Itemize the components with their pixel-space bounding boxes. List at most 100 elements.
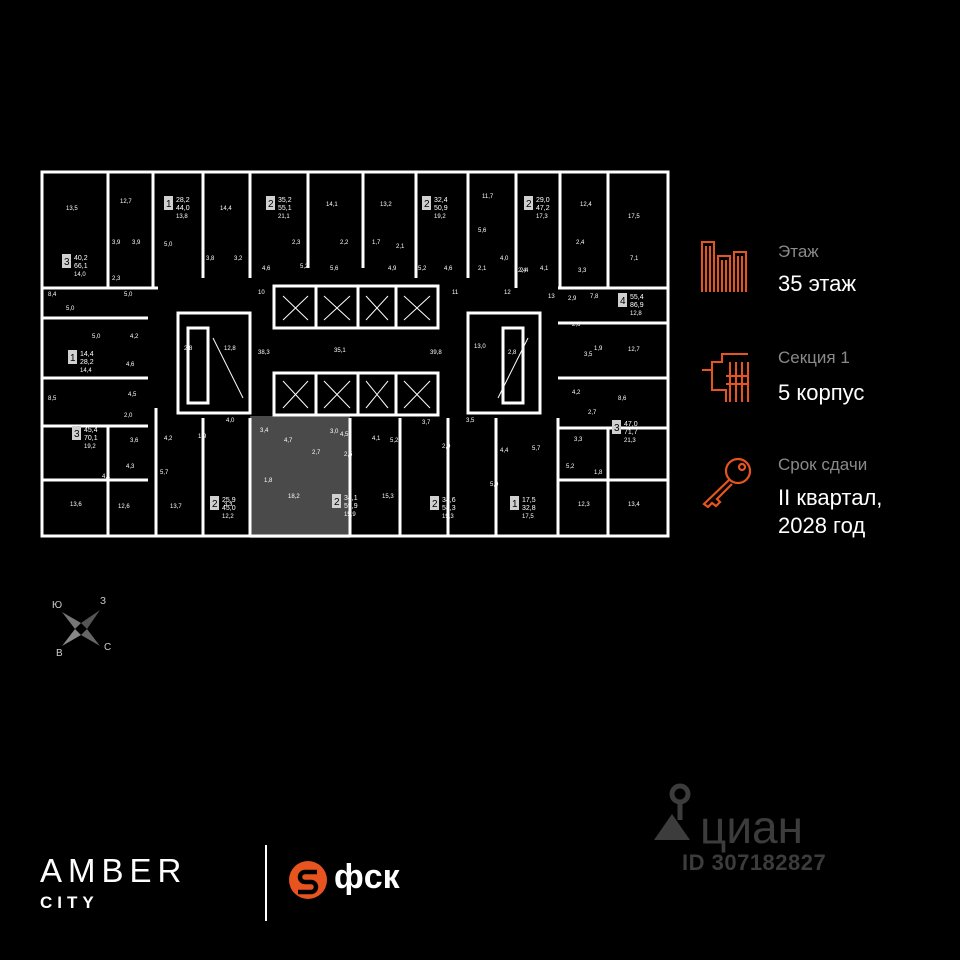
room-area-label: 4,9	[388, 266, 397, 272]
room-area-label: 3,9	[132, 240, 141, 246]
room-area-label: 4,4	[500, 448, 509, 454]
room-area-label: 2,9	[568, 296, 577, 302]
room-area-label: 2,7	[588, 410, 597, 416]
room-area-label: 2,4	[520, 268, 529, 274]
room-area-label: 14,1	[326, 202, 338, 208]
room-area-label: 8,5	[48, 396, 57, 402]
apartment-total-area: 70,1	[84, 435, 98, 442]
room-area-label: 2,3	[112, 276, 121, 282]
apartment-living-area: 17,5	[522, 497, 536, 504]
apartment-kitchen-area: 12,2	[222, 514, 234, 520]
room-area-label: 4,3	[126, 464, 135, 470]
room-area-label: 4,1	[102, 474, 111, 480]
room-area-label: 17,5	[628, 214, 640, 220]
room-area-label: 10	[258, 290, 265, 296]
room-area-label: 5,0	[490, 482, 499, 488]
room-area-label: 2,5	[344, 452, 353, 458]
room-area-label: 13,7	[170, 504, 182, 510]
apartment-living-area: 34,1	[344, 495, 358, 502]
apartment-total-area: 47,2	[536, 205, 550, 212]
apartment-living-area: 40,2	[74, 255, 88, 262]
apartment-kitchen-area: 17,5	[522, 514, 534, 520]
apartment-rooms: 2	[526, 199, 532, 210]
apartment-kitchen-area: 17,3	[536, 214, 548, 220]
room-area-label: 5,0	[164, 242, 173, 248]
apartment-rooms: 4	[620, 296, 626, 307]
brand-divider	[265, 845, 267, 921]
room-area-label: 5,0	[66, 306, 75, 312]
elevator-shafts	[212, 295, 529, 409]
apartment-kitchen-area: 21,1	[278, 214, 290, 220]
room-area-label: 1,8	[264, 478, 273, 484]
apartment-rooms: 2	[212, 499, 218, 510]
room-area-label: 2,1	[396, 244, 405, 250]
apartment-total-area: 44,0	[176, 205, 190, 212]
room-area-label: 5,7	[532, 446, 541, 452]
room-area-label: 5,6	[330, 266, 339, 272]
apartment-rooms: 3	[74, 429, 80, 440]
room-area-label: 13	[548, 294, 555, 300]
room-area-label: 2,8	[184, 346, 193, 352]
room-area-label: 5,0	[92, 334, 101, 340]
room-area-label: 3,6	[130, 438, 139, 444]
room-area-label: 4,0	[226, 418, 235, 424]
room-area-label: 2,4	[518, 268, 527, 274]
room-area-label: 2,2	[340, 240, 349, 246]
room-area-label: 3,3	[574, 437, 583, 443]
apartment-kitchen-area: 13,8	[176, 214, 188, 220]
room-area-label: 38,3	[258, 350, 270, 356]
apartment-rooms: 2	[268, 199, 274, 210]
apartment-badge[interactable]: 2 29,047,2 17,3	[524, 196, 550, 220]
selected-apartment[interactable]	[250, 416, 350, 538]
room-area-label: 3,7	[422, 420, 431, 426]
apartment-total-area: 32,8	[522, 505, 536, 512]
compass-south: Ю	[52, 600, 63, 611]
apartment-living-area: 28,2	[176, 197, 190, 204]
room-area-label: 2,8	[508, 350, 517, 356]
room-area-label: 3,9	[112, 240, 121, 246]
brand-city: CITY	[40, 893, 99, 912]
apartment-living-area: 29,0	[536, 197, 550, 204]
room-area-label: 5,0	[124, 292, 133, 298]
apartment-total-area: 59,9	[344, 503, 358, 510]
room-area-label: 15,3	[382, 494, 394, 500]
apartment-total-area: 55,1	[278, 205, 292, 212]
room-area-label: 12,3	[578, 502, 590, 508]
room-area-label: 3,5	[466, 418, 475, 424]
room-area-label: 3,2	[234, 256, 243, 262]
apartment-living-area: 45,4	[84, 427, 98, 434]
room-area-label: 2,0	[124, 413, 133, 419]
room-area-label: 1,7	[372, 240, 381, 246]
floor-value: 35 этаж	[778, 271, 857, 296]
room-area-label: 5,7	[160, 470, 169, 476]
compass-east: В	[56, 648, 63, 659]
deadline-line2: 2028 год	[778, 513, 866, 538]
apartment-rooms: 2	[334, 497, 340, 508]
apartment-total-area: 50,9	[434, 205, 448, 212]
deadline-line1: II квартал,	[778, 485, 883, 510]
room-area-label: 2,3	[292, 240, 301, 246]
room-area-label: 2,0	[442, 444, 451, 450]
room-area-label: 12,7	[628, 347, 640, 353]
apartment-kitchen-area: 21,3	[624, 438, 636, 444]
room-area-label: 13,6	[70, 502, 82, 508]
apartment-living-area: 14,4	[80, 351, 94, 358]
watermark-text: циан	[700, 801, 804, 853]
apartment-total-area: 71,7	[624, 429, 638, 436]
room-area-label: 4,5	[340, 432, 349, 438]
room-area-label: 12,7	[120, 199, 132, 205]
